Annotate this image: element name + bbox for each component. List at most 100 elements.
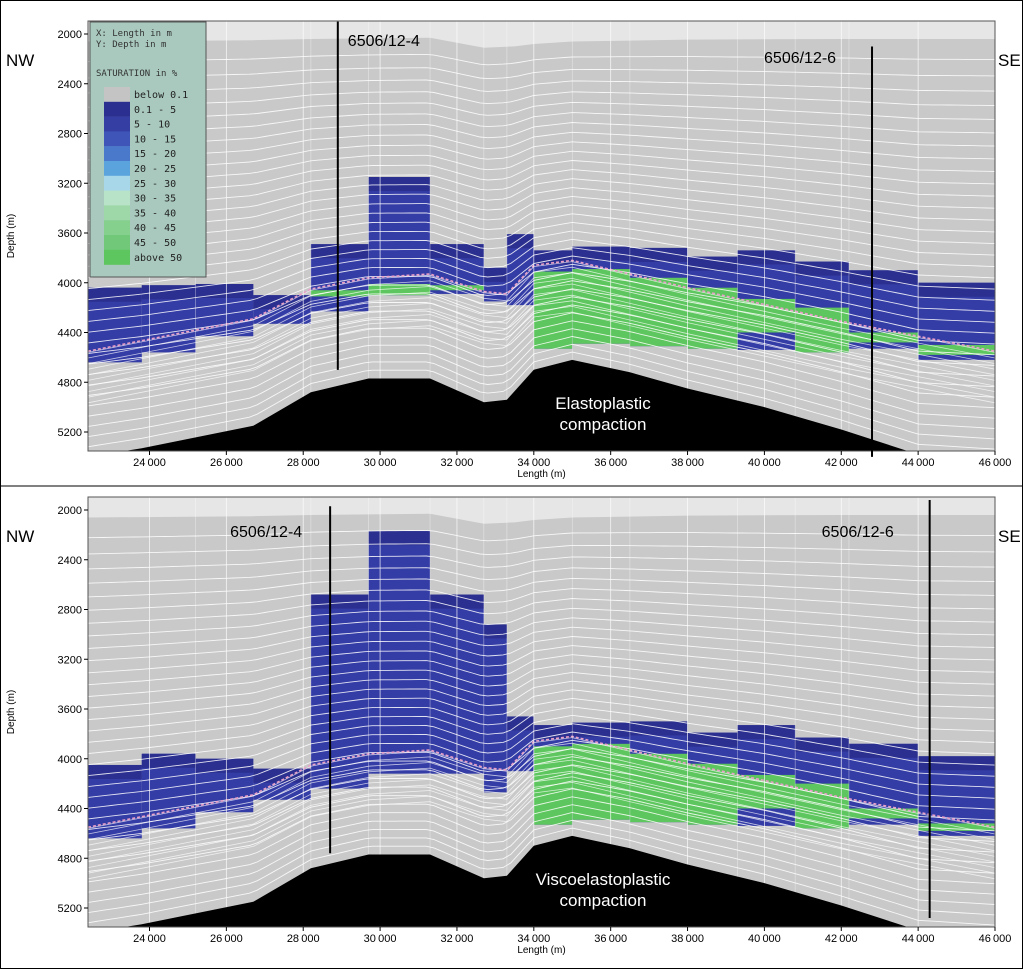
reservoir-layer-line [88,261,995,353]
y-tick-label: 2000 [58,505,82,517]
saturation-cell [368,531,431,774]
y-tick-label: 4800 [58,377,82,389]
layer-line [88,178,995,221]
layer-line [88,617,995,649]
saturation-cell-cap [483,624,507,639]
x-tick-label: 26 000 [210,457,243,469]
x-tick-label: 28 000 [287,933,320,945]
reservoir-layer-line [88,737,995,829]
se-label: SE [998,527,1021,546]
reservoir-layer-line [88,765,995,857]
y-tick-label: 4000 [58,754,82,766]
legend-swatch [104,87,130,102]
legend-entry-label: above 50 [134,253,182,264]
x-tick-label: 40 000 [748,457,781,469]
y-tick-label: 2800 [58,129,82,141]
legend-swatch [104,131,130,147]
layer-line [88,796,995,885]
saturation-cell-high [848,808,919,819]
reservoir-layer-line [88,742,995,835]
layer-line [88,79,995,94]
legend-swatch [104,190,130,206]
reservoir-layer-line [88,300,995,392]
layer-line [88,636,995,674]
layer-line [88,328,995,419]
reservoir-layer-line [88,277,995,370]
annotation-line-2: compaction [560,415,647,434]
x-tick-label: 28 000 [287,457,320,469]
x-tick-label: 34 000 [517,457,550,469]
x-tick-label: 46 000 [979,457,1012,469]
layer-line [88,543,995,556]
x-tick-label: 42 000 [825,933,858,945]
layer-line [88,343,995,440]
basement [124,359,908,451]
layer-line [88,680,995,732]
layer-line [88,238,995,301]
saturation-cell [483,624,507,793]
saturation-cell-high [848,332,919,343]
reservoir-layer-line [88,776,995,868]
layer-line [88,247,995,312]
x-tick-label: 40 000 [748,933,781,945]
layer-line [88,296,995,377]
legend-entry-label: below 0.1 [134,90,188,101]
layer-line [88,67,995,80]
saturation-cell-cap [253,295,311,310]
y-tick-label: 3200 [58,178,82,190]
y-axis-label: Depth (m) [6,690,17,734]
well-label: 6506/12-4 [348,33,420,50]
saturation-cell-cap [737,725,796,740]
legend-swatch [104,220,130,236]
well-label: 6506/12-6 [822,524,894,541]
saturation-cell-cap [795,737,849,752]
legend-entry-label: 45 - 50 [134,238,176,249]
layer-line [88,53,995,66]
saturation-cell-cap [88,764,142,779]
layer-line [88,195,995,245]
y-tick-label: 2400 [58,79,82,91]
reservoir-layer-line [88,748,995,840]
nw-label: NW [6,527,34,546]
x-axis-label: Length (m) [517,469,565,480]
layer-line [88,723,995,788]
plot-frame [87,496,996,928]
legend-header-x: X: Length in m [96,29,172,39]
x-tick-label: 38 000 [671,457,704,469]
reservoir-layer-line [88,781,995,874]
layer-line [88,663,995,709]
layer-line [88,213,995,267]
reservoir-layer-line [88,266,995,359]
legend-entry-label: 5 - 10 [134,120,170,131]
legend-swatch [104,205,130,221]
saturation-cell-cap [687,256,738,271]
well-label: 6506/12-4 [230,524,302,541]
saturation-cell-high [310,290,369,297]
x-tick-label: 44 000 [902,457,935,469]
x-tick-label: 42 000 [825,457,858,469]
layer-line [88,689,995,743]
saturation-cell-cap [368,531,431,546]
layer-line [88,255,995,323]
saturation-cell-high [368,283,431,296]
layer-line [88,187,995,233]
layer-line [88,91,995,108]
x-tick-label: 36 000 [594,933,627,945]
layer-line [88,122,995,148]
reservoir-layer-line [88,759,995,852]
y-tick-label: 5200 [58,427,82,439]
saturation-cell-cap [310,244,369,259]
saturation-cell-cap [310,594,369,609]
horizon-line [88,259,995,352]
y-tick-label: 3200 [58,654,82,666]
legend-entry-label: 25 - 30 [134,179,176,190]
plot-area [88,21,995,451]
x-tick-label: 26 000 [210,933,243,945]
layer-line [88,288,995,366]
x-tick-label: 44 000 [902,933,935,945]
layer-line [88,654,995,697]
legend-entry-label: 0.1 - 5 [134,105,176,116]
y-tick-label: 2400 [58,555,82,567]
x-tick-label: 30 000 [364,457,397,469]
